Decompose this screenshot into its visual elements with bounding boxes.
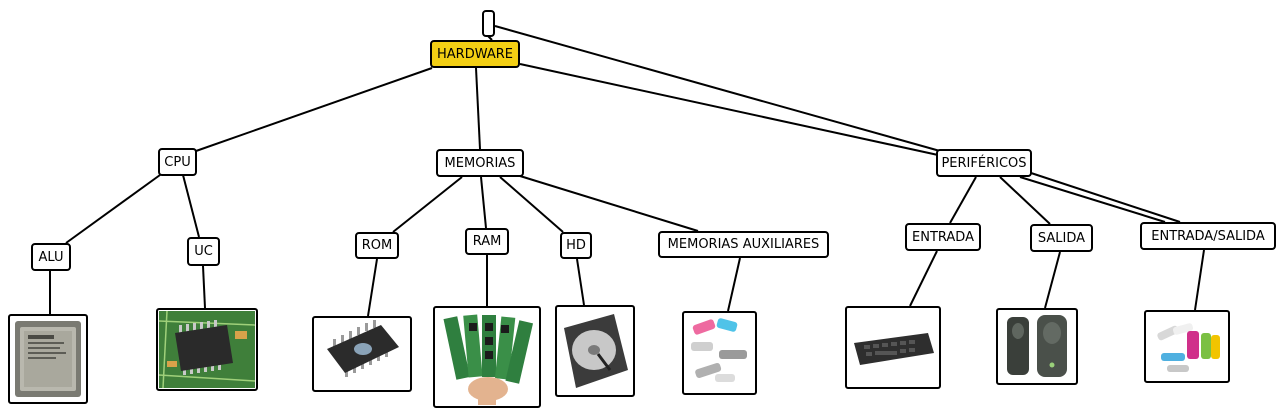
ram-modules-icon bbox=[443, 314, 534, 405]
link-memorias-rom bbox=[392, 176, 463, 233]
link-aux-pic bbox=[727, 257, 741, 312]
node-uc[interactable]: UC bbox=[187, 237, 220, 266]
usb-flash-drives-colored-icon bbox=[1157, 323, 1220, 372]
link-perifericos-es-2 bbox=[1027, 171, 1181, 223]
link-hardware-memorias bbox=[475, 67, 481, 150]
node-ram[interactable]: RAM bbox=[465, 228, 509, 255]
top-node[interactable] bbox=[482, 10, 495, 37]
node-hd[interactable]: HD bbox=[560, 232, 592, 259]
link-perifericos-entrada bbox=[949, 176, 977, 224]
node-memorias-auxiliares[interactable]: MEMORIAS AUXILIARES bbox=[658, 231, 829, 258]
node-entrada[interactable]: ENTRADA bbox=[905, 223, 981, 251]
link-rom-pic bbox=[367, 258, 378, 317]
node-cpu[interactable]: CPU bbox=[158, 148, 197, 176]
entrada-keyboard-image bbox=[845, 306, 941, 389]
hd-hard-disk-image bbox=[555, 305, 635, 397]
circuit-board-chip-icon bbox=[159, 311, 255, 388]
link-perifericos-es-1 bbox=[1019, 176, 1166, 223]
processor-chip-icon bbox=[15, 321, 81, 397]
entrada-salida-usb-image bbox=[1144, 310, 1230, 383]
aux-usb-drives-image bbox=[682, 311, 757, 395]
eprom-chip-icon bbox=[327, 320, 399, 377]
link-hd-pic bbox=[576, 258, 585, 306]
link-entrada-pic bbox=[909, 250, 938, 307]
link-uc-pic bbox=[202, 265, 206, 309]
link-memorias-hd bbox=[499, 176, 564, 233]
speakers-icon bbox=[1007, 315, 1067, 377]
link-salida-pic bbox=[1044, 251, 1061, 309]
node-rom[interactable]: ROM bbox=[355, 232, 399, 259]
link-memorias-ram bbox=[480, 176, 487, 229]
link-hardware-cpu bbox=[195, 67, 433, 152]
hard-disk-icon bbox=[564, 314, 628, 388]
alu-processor-image bbox=[8, 314, 88, 404]
node-hardware[interactable]: HARDWARE bbox=[430, 40, 520, 68]
link-memorias-aux bbox=[519, 175, 699, 232]
link-cpu-uc bbox=[182, 174, 200, 238]
usb-flash-drives-icon bbox=[691, 318, 747, 382]
uc-circuit-board-image bbox=[156, 308, 258, 391]
keyboard-icon bbox=[854, 333, 934, 365]
node-entrada-salida[interactable]: ENTRADA/SALIDA bbox=[1140, 222, 1276, 250]
rom-eprom-image bbox=[312, 316, 412, 392]
node-salida[interactable]: SALIDA bbox=[1030, 224, 1093, 252]
ram-modules-image bbox=[433, 306, 541, 408]
link-hardware-perifericos bbox=[519, 63, 939, 156]
node-perifericos[interactable]: PERIFÉRICOS bbox=[936, 149, 1032, 177]
node-memorias[interactable]: MEMORIAS bbox=[436, 149, 524, 177]
node-alu[interactable]: ALU bbox=[31, 243, 71, 271]
link-top-perifericos bbox=[494, 25, 941, 152]
link-es-pic bbox=[1194, 249, 1205, 311]
link-cpu-alu bbox=[65, 174, 161, 244]
link-perifericos-salida bbox=[999, 176, 1051, 225]
salida-speakers-image bbox=[996, 308, 1078, 385]
